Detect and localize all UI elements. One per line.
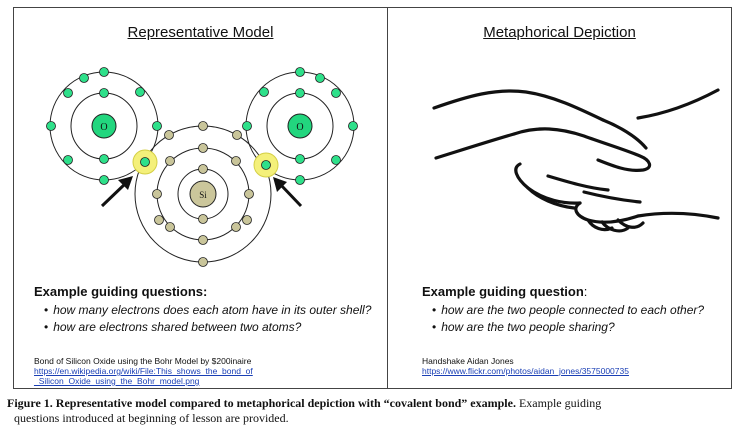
figure-caption: Figure 1. Representative model compared … bbox=[7, 396, 735, 426]
caption-text-2: questions introduced at beginning of les… bbox=[14, 411, 289, 425]
question-item: •how many electrons does each atom have … bbox=[44, 303, 372, 317]
image-credit-left: Bond of Silicon Oxide using the Bohr Mod… bbox=[34, 356, 253, 386]
oxygen-label-left: O bbox=[100, 122, 107, 133]
metaphorical-depiction-panel: Metaphorical Depiction bbox=[388, 8, 731, 388]
question-item: •how are the two people connected to eac… bbox=[432, 303, 705, 317]
questions-heading-left: Example guiding questions: bbox=[34, 284, 208, 299]
arrow-icon bbox=[100, 176, 133, 208]
oxygen-atom-right: O bbox=[242, 67, 358, 185]
caption-text-1: Example guiding bbox=[515, 396, 602, 410]
panel-title-representative: Representative Model bbox=[127, 24, 274, 41]
guiding-questions-left: Example guiding questions: •how many ele… bbox=[34, 284, 371, 336]
oxygen-atom-left: O bbox=[46, 67, 162, 185]
questions-heading-right: Example guiding question: bbox=[422, 284, 588, 299]
silicon-label: Si bbox=[199, 190, 207, 200]
credit-link-right[interactable]: https://www.flickr.com/photos/aidan_jone… bbox=[422, 366, 629, 376]
caption-label: Figure 1. Representative model compared … bbox=[7, 396, 516, 410]
oxygen-nucleus-right bbox=[287, 113, 313, 139]
shared-electron-right bbox=[253, 152, 279, 178]
image-credit-right: Handshake Aidan Jones https://www.flickr… bbox=[422, 356, 629, 376]
representative-model-panel: Representative Model O bbox=[14, 8, 387, 388]
figure-frame: Representative Model O bbox=[13, 7, 732, 389]
bohr-model-diagram: O O bbox=[46, 67, 358, 267]
silicon-atom: Si bbox=[134, 121, 272, 267]
oxygen-label-right: O bbox=[296, 122, 303, 133]
question-item: •how are electrons shared between two at… bbox=[44, 320, 302, 334]
credit-link-left[interactable]: https://en.wikipedia.org/wiki/File:This_… bbox=[34, 366, 253, 386]
credit-text-right: Handshake Aidan Jones bbox=[422, 356, 514, 366]
shared-electron-left bbox=[132, 149, 158, 175]
panel-title-metaphorical: Metaphorical Depiction bbox=[483, 24, 636, 41]
guiding-questions-right: Example guiding question: •how are the t… bbox=[422, 284, 704, 336]
silicon-nucleus bbox=[189, 180, 217, 208]
question-item: •how are the two people sharing? bbox=[432, 320, 615, 334]
oxygen-nucleus-left bbox=[91, 113, 117, 139]
credit-text-left: Bond of Silicon Oxide using the Bohr Mod… bbox=[34, 356, 252, 366]
arrow-icon bbox=[273, 177, 303, 208]
panel-divider bbox=[387, 8, 388, 388]
handshake-icon bbox=[432, 88, 720, 233]
